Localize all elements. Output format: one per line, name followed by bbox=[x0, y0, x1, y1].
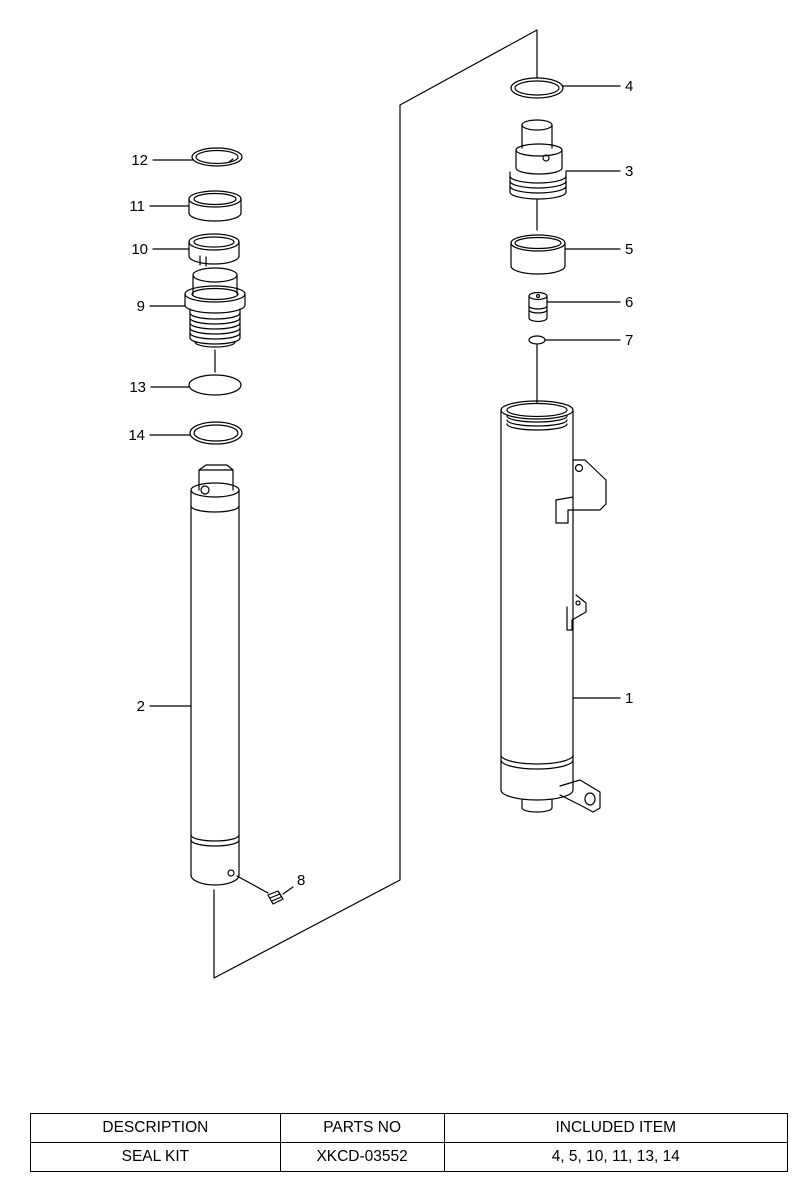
part-5-wear-ring bbox=[510, 234, 566, 275]
part-4-seal bbox=[510, 77, 564, 99]
callout-2: 2 bbox=[137, 698, 145, 715]
callout-4: 4 bbox=[625, 78, 633, 95]
header-included-item: INCLUDED ITEM bbox=[443, 1113, 788, 1143]
callout-3: 3 bbox=[625, 163, 633, 180]
callout-11: 11 bbox=[129, 198, 145, 215]
table-header-row: DESCRIPTION PARTS NO INCLUDED ITEM bbox=[30, 1113, 788, 1143]
callout-8: 8 bbox=[297, 872, 305, 889]
part-12-snap-ring bbox=[191, 147, 243, 167]
callout-10: 10 bbox=[131, 241, 148, 258]
callout-1: 1 bbox=[625, 690, 633, 707]
table-row: SEAL KIT XKCD-03552 4, 5, 10, 11, 13, 14 bbox=[30, 1142, 788, 1172]
part-14-backup-ring bbox=[189, 421, 243, 445]
part-13-o-ring bbox=[188, 374, 242, 396]
part-2-piston-rod bbox=[190, 464, 240, 886]
callout-13: 13 bbox=[129, 379, 146, 396]
callout-6: 6 bbox=[625, 294, 633, 311]
leader-lines bbox=[149, 85, 621, 895]
part-11-wiper-ring bbox=[188, 190, 242, 222]
assembly-connector-line bbox=[213, 29, 538, 979]
header-description: DESCRIPTION bbox=[30, 1113, 281, 1143]
header-parts-no: PARTS NO bbox=[279, 1113, 445, 1143]
cell-description: SEAL KIT bbox=[30, 1142, 281, 1172]
part-8-set-screw bbox=[236, 875, 284, 905]
part-7-o-ring bbox=[528, 335, 546, 404]
callout-9: 9 bbox=[137, 298, 145, 315]
callout-5: 5 bbox=[625, 241, 633, 258]
part-9-gland bbox=[184, 267, 246, 373]
part-10-split-ring bbox=[188, 233, 240, 267]
part-3-piston bbox=[509, 119, 567, 231]
callout-7: 7 bbox=[625, 332, 633, 349]
part-6-check-valve bbox=[528, 291, 548, 323]
part-1-cylinder-tube bbox=[500, 400, 607, 813]
callout-12: 12 bbox=[131, 152, 148, 169]
cell-included-item: 4, 5, 10, 11, 13, 14 bbox=[443, 1142, 788, 1172]
cell-parts-no: XKCD-03552 bbox=[279, 1142, 445, 1172]
callout-14: 14 bbox=[128, 427, 145, 444]
parts-table: DESCRIPTION PARTS NO INCLUDED ITEM SEAL … bbox=[30, 1113, 788, 1172]
